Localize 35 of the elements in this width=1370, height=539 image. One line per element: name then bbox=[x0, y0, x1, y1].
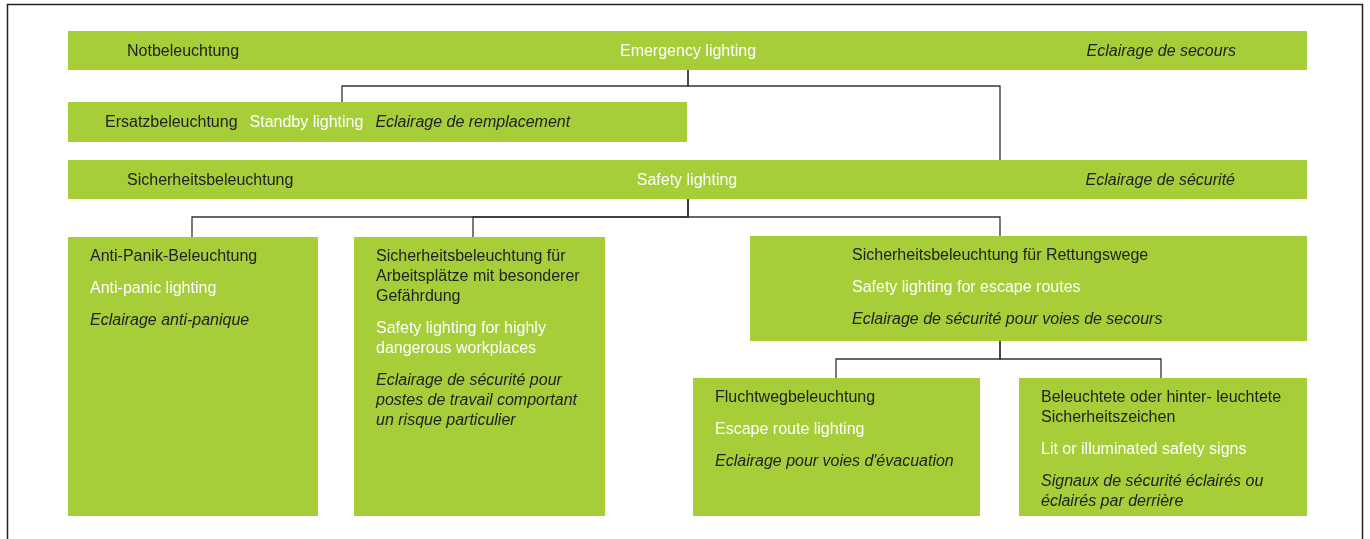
french-term: Signaux de sécurité éclairés ou éclairés par derrière bbox=[1041, 471, 1265, 511]
german-term: Beleuchtete oder hinter- leuchtete Sicherheitszeichen bbox=[1041, 387, 1283, 427]
category-box bbox=[354, 237, 605, 516]
german-term: Sicherheitsbeleuchtung bbox=[127, 170, 294, 190]
english-term: Anti-panic lighting bbox=[90, 278, 218, 298]
french-term: Eclairage de secours bbox=[1086, 41, 1236, 61]
english-term: Standby lighting bbox=[249, 112, 364, 132]
french-term: Eclairage de sécurité bbox=[1085, 170, 1235, 190]
german-term: Anti-Panik-Beleuchtung bbox=[90, 246, 259, 266]
connector-line bbox=[999, 340, 1162, 379]
category-box bbox=[68, 102, 687, 142]
category-box bbox=[68, 160, 1307, 199]
french-term: Eclairage de sécurité pour voies de secours bbox=[852, 309, 1164, 329]
english-term: Safety lighting for escape routes bbox=[852, 277, 1082, 297]
connector-line bbox=[687, 198, 1001, 237]
category-box bbox=[693, 378, 980, 516]
english-term: Lit or illuminated safety signs bbox=[1041, 439, 1248, 459]
german-term: Sicherheitsbeleuchtung für Rettungswege bbox=[852, 245, 1150, 265]
english-term: Escape route lighting bbox=[715, 419, 866, 439]
french-term: Eclairage anti-panique bbox=[90, 310, 251, 330]
french-term: Eclairage pour voies d'évacuation bbox=[715, 451, 955, 471]
french-term: Eclairage de sécurité pour postes de travail comportant un risque particulier bbox=[376, 370, 579, 430]
category-box bbox=[68, 237, 318, 516]
english-term: Safety lighting bbox=[636, 170, 738, 190]
german-term: Ersatzbeleuchtung bbox=[105, 112, 238, 132]
english-term: Safety lighting for highly dangerous workplaces bbox=[376, 318, 547, 358]
english-term: Emergency lighting bbox=[619, 41, 757, 61]
german-term: Fluchtwegbeleuchtung bbox=[715, 387, 877, 407]
connector-line bbox=[687, 69, 1001, 161]
german-term: Notbeleuchtung bbox=[127, 41, 240, 61]
category-box bbox=[68, 31, 1307, 70]
german-term: Sicherheitsbeleuchtung für Arbeitsplätze mit besonderer Gefährdung bbox=[376, 246, 581, 306]
category-box bbox=[750, 236, 1307, 341]
french-term: Eclairage de remplacement bbox=[375, 112, 571, 132]
category-box bbox=[1019, 378, 1307, 516]
